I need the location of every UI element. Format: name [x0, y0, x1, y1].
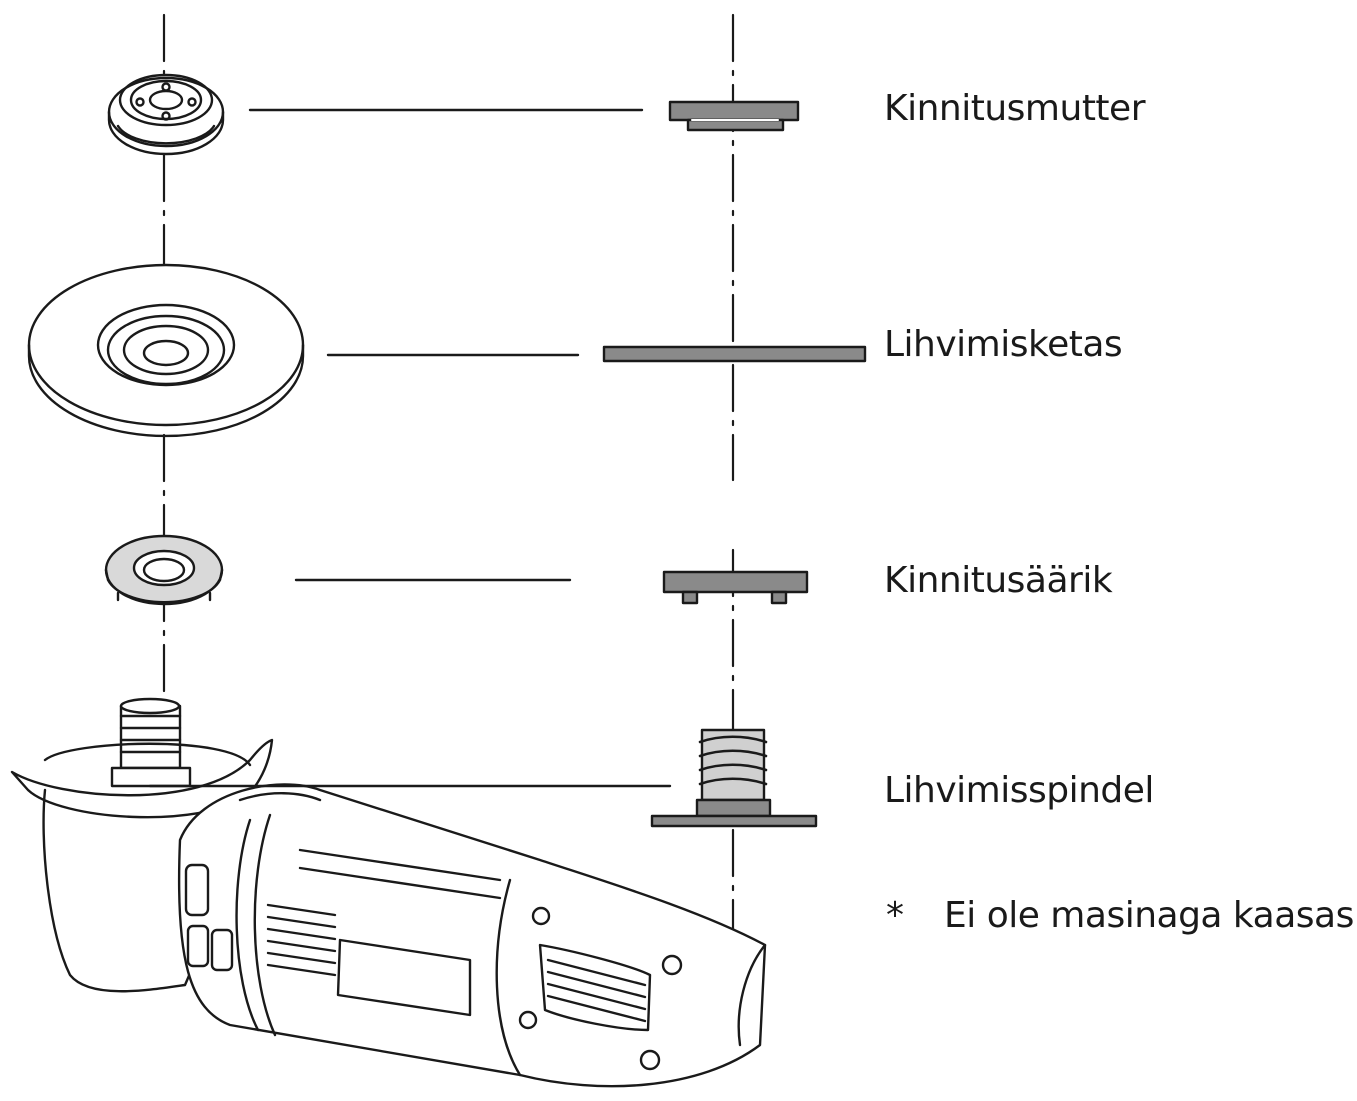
- grinding-disc-section: [602, 345, 867, 363]
- fixing-nut-3d: [107, 73, 225, 156]
- label-grinding-spindle: Lihvimisspindel: [884, 770, 1154, 811]
- footnote-marker: *: [886, 895, 904, 936]
- label-fixing-nut: Kinnitusmutter: [884, 88, 1146, 129]
- label-fixing-flange: Kinnitusäärik: [884, 560, 1113, 601]
- fixing-flange-section: [662, 570, 809, 605]
- footnote: * Ei ole masinaga kaasas: [886, 895, 1354, 936]
- grinding-spindle-section: [650, 728, 818, 828]
- angle-grinder: [10, 697, 767, 1088]
- footnote-text: Ei ole masinaga kaasas: [944, 895, 1354, 936]
- fixing-flange-3d: [104, 534, 224, 606]
- label-grinding-disc: Lihvimisketas: [884, 324, 1123, 365]
- grinding-disc-3d: [27, 263, 305, 438]
- fixing-nut-section: [668, 100, 800, 132]
